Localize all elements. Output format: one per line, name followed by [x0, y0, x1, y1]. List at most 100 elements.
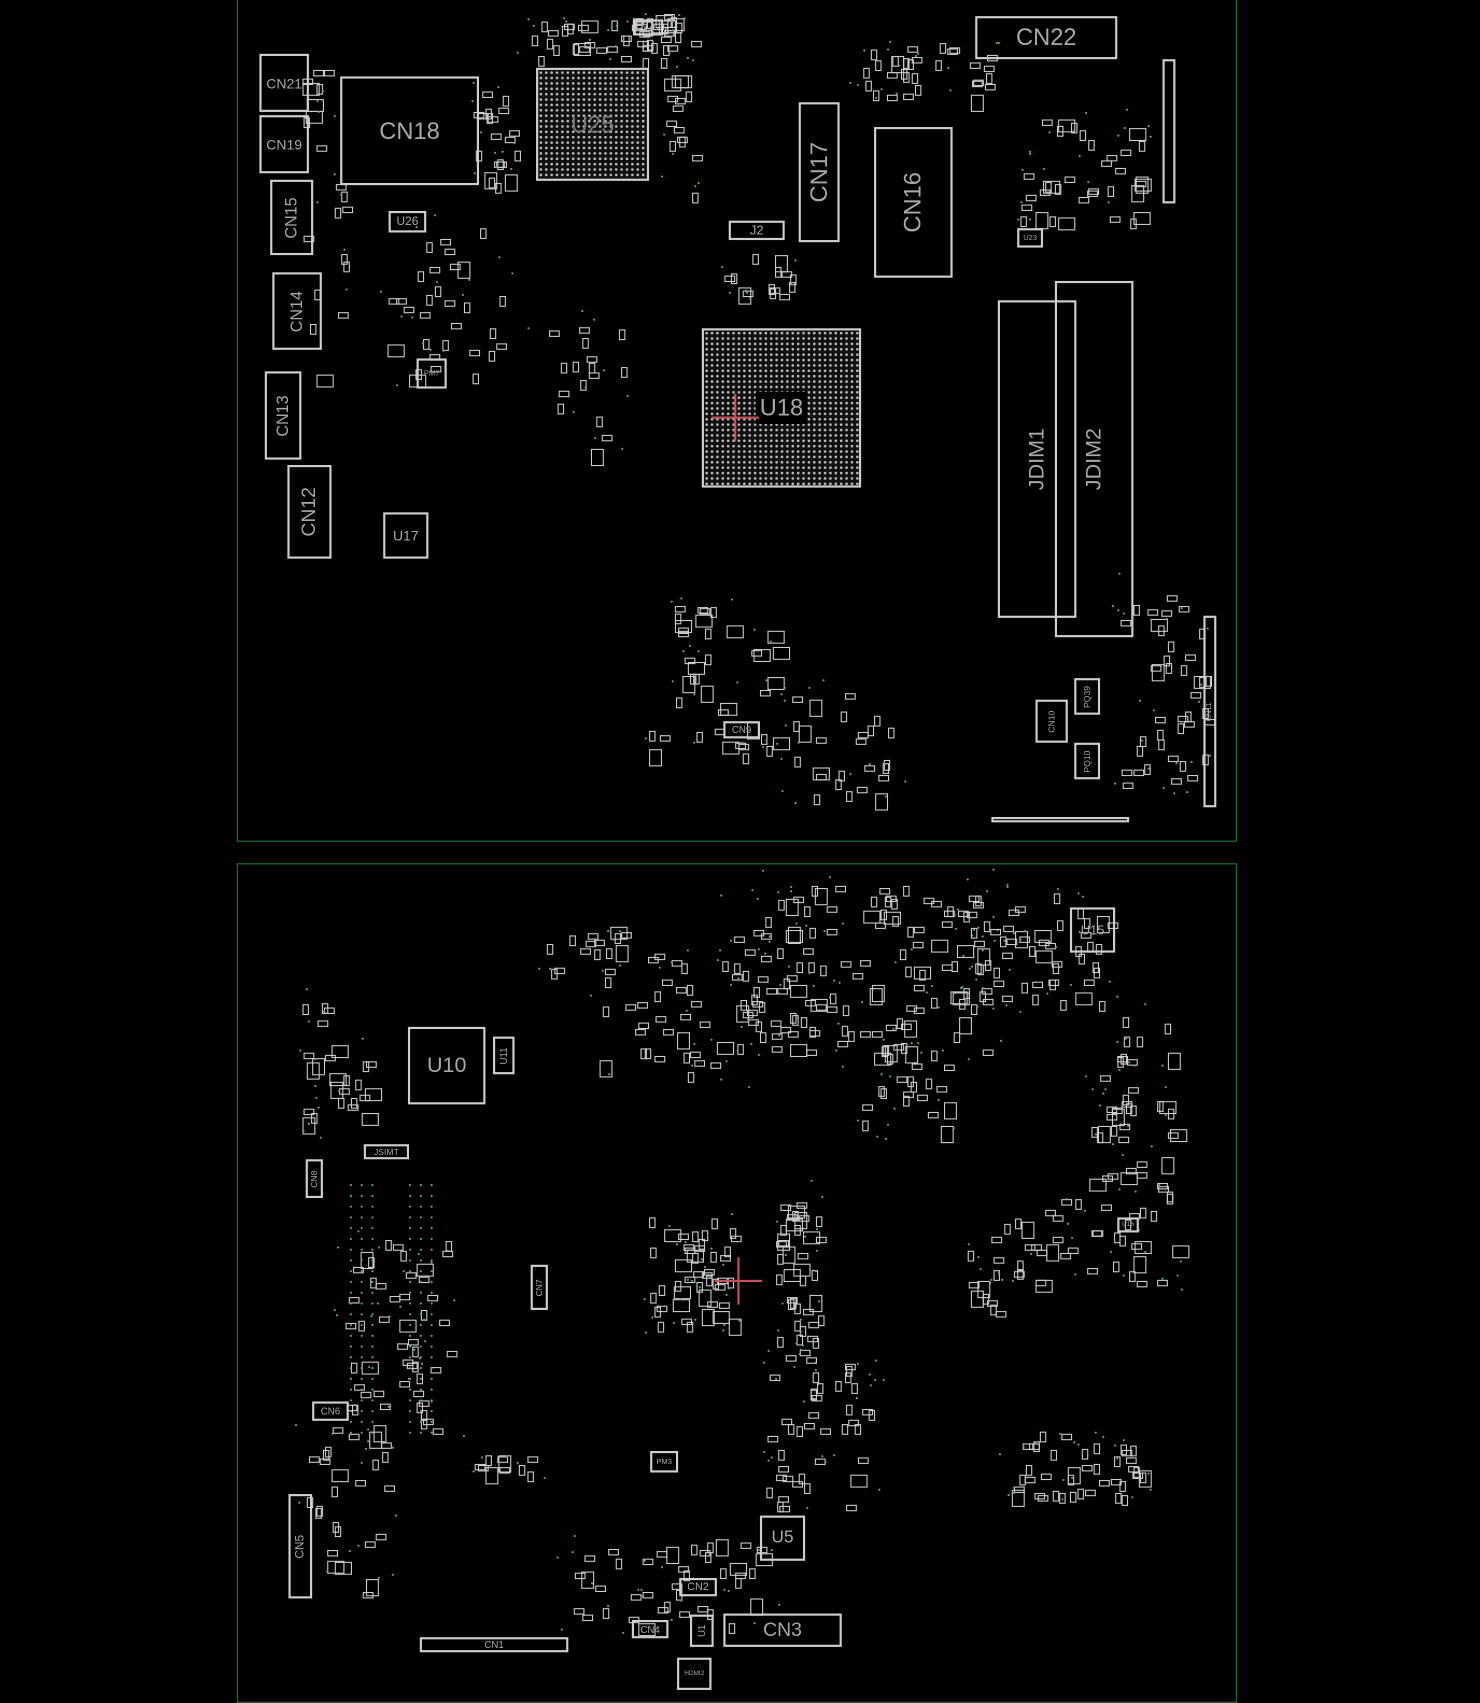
- smd-pad[interactable]: [399, 1319, 417, 1333]
- smd-pad[interactable]: [790, 1044, 808, 1058]
- smd-pad[interactable]: [752, 254, 759, 266]
- component-jdim1[interactable]: JDIM1: [997, 300, 1077, 618]
- smd-pad[interactable]: [656, 1305, 668, 1313]
- smd-pad[interactable]: [1187, 774, 1199, 782]
- smd-pad[interactable]: [1133, 211, 1151, 225]
- smd-pad[interactable]: [885, 1024, 897, 1032]
- smd-pad[interactable]: [419, 1276, 430, 1283]
- smd-pad[interactable]: [331, 1045, 349, 1059]
- smd-pad[interactable]: [654, 1306, 662, 1318]
- smd-pad[interactable]: [776, 1253, 784, 1265]
- smd-pad[interactable]: [485, 1455, 493, 1467]
- smd-pad[interactable]: [1024, 1476, 1036, 1483]
- smd-pad[interactable]: [1114, 1493, 1122, 1505]
- smd-pad[interactable]: [1034, 930, 1053, 944]
- smd-pad[interactable]: [958, 999, 966, 1010]
- smd-pad[interactable]: [834, 779, 842, 791]
- smd-pad[interactable]: [728, 1318, 742, 1336]
- smd-pad[interactable]: [883, 911, 901, 925]
- smd-pad[interactable]: [775, 1274, 783, 1286]
- smd-pad[interactable]: [1125, 1167, 1137, 1174]
- smd-pad[interactable]: [674, 1280, 681, 1292]
- smd-pad[interactable]: [1019, 1474, 1026, 1485]
- smd-pad[interactable]: [1111, 1478, 1123, 1486]
- smd-pad[interactable]: [675, 32, 682, 43]
- smd-pad[interactable]: [764, 916, 772, 928]
- smd-pad[interactable]: [1138, 1470, 1152, 1488]
- smd-pad[interactable]: [378, 1316, 390, 1324]
- smd-pad[interactable]: [903, 94, 915, 101]
- smd-pad[interactable]: [382, 1451, 389, 1463]
- smd-pad[interactable]: [1089, 1178, 1107, 1192]
- smd-pad[interactable]: [572, 361, 579, 373]
- smd-pad[interactable]: [444, 300, 456, 307]
- smd-pad[interactable]: [729, 1623, 736, 1635]
- smd-pad[interactable]: [1091, 1230, 1103, 1237]
- smd-pad[interactable]: [1068, 1247, 1079, 1255]
- smd-pad[interactable]: [1045, 1209, 1056, 1217]
- smd-pad[interactable]: [886, 1054, 894, 1066]
- smd-pad[interactable]: [856, 786, 868, 794]
- smd-pad[interactable]: [1042, 181, 1061, 195]
- smd-pad[interactable]: [773, 647, 791, 661]
- smd-pad[interactable]: [440, 238, 452, 246]
- smd-pad[interactable]: [931, 1051, 938, 1062]
- smd-pad[interactable]: [494, 160, 506, 168]
- smd-pad[interactable]: [704, 1268, 715, 1276]
- smd-pad[interactable]: [766, 1487, 773, 1499]
- smd-pad[interactable]: [698, 1238, 706, 1250]
- smd-pad[interactable]: [1167, 756, 1179, 763]
- smd-pad[interactable]: [904, 1019, 918, 1038]
- smd-pad[interactable]: [813, 767, 831, 780]
- smd-pad[interactable]: [1038, 939, 1050, 947]
- smd-pad[interactable]: [891, 55, 899, 67]
- smd-pad[interactable]: [347, 1104, 359, 1112]
- smd-pad[interactable]: [667, 96, 678, 103]
- smd-pad[interactable]: [877, 1086, 885, 1098]
- smd-pad[interactable]: [861, 1104, 873, 1111]
- smd-pad[interactable]: [797, 1253, 808, 1260]
- smd-pad[interactable]: [634, 1029, 646, 1036]
- smd-pad[interactable]: [549, 330, 560, 338]
- component-u25-bga[interactable]: U25: [536, 67, 650, 181]
- smd-pad[interactable]: [1136, 1171, 1148, 1179]
- smd-pad[interactable]: [337, 312, 349, 319]
- smd-pad[interactable]: [395, 297, 407, 305]
- smd-pad[interactable]: [1126, 1456, 1138, 1464]
- smd-pad[interactable]: [794, 1224, 801, 1236]
- smd-pad[interactable]: [330, 1081, 344, 1099]
- smd-pad[interactable]: [1033, 1440, 1041, 1452]
- smd-pad[interactable]: [1079, 130, 1086, 142]
- smd-pad[interactable]: [913, 966, 932, 980]
- smd-pad[interactable]: [734, 963, 741, 975]
- smd-pad[interactable]: [683, 1243, 695, 1251]
- smd-pad[interactable]: [811, 1269, 818, 1281]
- smd-pad[interactable]: [783, 978, 791, 990]
- smd-pad[interactable]: [1140, 1207, 1147, 1219]
- smd-pad[interactable]: [1054, 184, 1061, 196]
- smd-pad[interactable]: [842, 1423, 849, 1435]
- smd-pad[interactable]: [334, 208, 342, 219]
- smd-pad[interactable]: [1087, 139, 1095, 151]
- smd-pad[interactable]: [732, 974, 744, 981]
- smd-pad[interactable]: [1021, 982, 1029, 994]
- smd-pad[interactable]: [1057, 216, 1075, 230]
- smd-pad[interactable]: [729, 1228, 737, 1240]
- smd-pad[interactable]: [969, 895, 980, 903]
- smd-pad[interactable]: [399, 1381, 411, 1388]
- smd-pad[interactable]: [1113, 1261, 1120, 1273]
- smd-pad[interactable]: [845, 1363, 857, 1370]
- smd-pad[interactable]: [637, 1002, 649, 1009]
- smd-pad[interactable]: [692, 673, 700, 685]
- smd-pad[interactable]: [826, 929, 838, 936]
- smd-pad[interactable]: [1020, 1221, 1034, 1239]
- smd-pad[interactable]: [716, 1041, 734, 1055]
- smd-pad[interactable]: [656, 1550, 668, 1558]
- smd-pad[interactable]: [485, 1466, 499, 1484]
- smd-pad[interactable]: [607, 1548, 619, 1556]
- smd-pad[interactable]: [308, 1456, 320, 1463]
- smd-pad[interactable]: [787, 1297, 798, 1304]
- smd-pad[interactable]: [554, 968, 566, 975]
- smd-pad[interactable]: [917, 1095, 928, 1102]
- smd-pad[interactable]: [370, 1277, 378, 1288]
